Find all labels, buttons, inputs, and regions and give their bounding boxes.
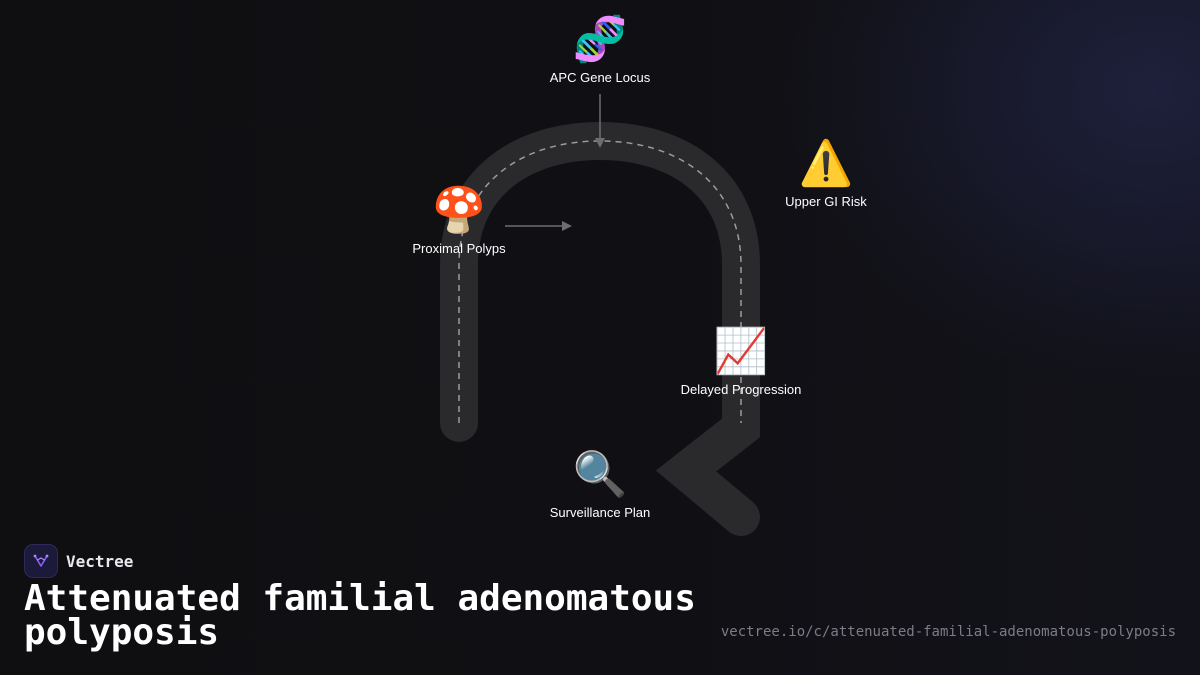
node-label: Surveillance Plan	[549, 505, 651, 520]
node-surveillance-plan: 🔍 Surveillance Plan	[510, 450, 690, 521]
vectree-logo-icon	[24, 544, 58, 578]
node-label: Delayed Progression	[680, 382, 802, 397]
page-url: vectree.io/c/attenuated-familial-adenoma…	[720, 624, 1176, 640]
node-label: Upper GI Risk	[785, 194, 867, 209]
page-title: Attenuated familial adenomatous polyposi…	[24, 578, 696, 653]
brand-name: Vectree	[66, 551, 134, 571]
dna-icon: 🧬	[572, 15, 628, 64]
pathway-centerline	[458, 140, 742, 423]
mushroom-icon: 🍄	[431, 186, 487, 235]
brand: Vectree	[24, 544, 133, 578]
node-label: Proximal Polyps	[412, 241, 506, 256]
warning-icon: ⚠️	[798, 139, 854, 188]
node-label: APC Gene Locus	[549, 70, 651, 85]
magnifier-icon: 🔍	[572, 450, 628, 499]
node-proximal-polyps: 🍄 Proximal Polyps	[369, 186, 549, 257]
chart-increasing-icon: 📈	[713, 327, 769, 376]
node-apc-gene-locus: 🧬 APC Gene Locus	[510, 15, 690, 86]
node-delayed-progression: 📈 Delayed Progression	[651, 327, 831, 398]
node-upper-gi-risk: ⚠️ Upper GI Risk	[736, 139, 916, 210]
